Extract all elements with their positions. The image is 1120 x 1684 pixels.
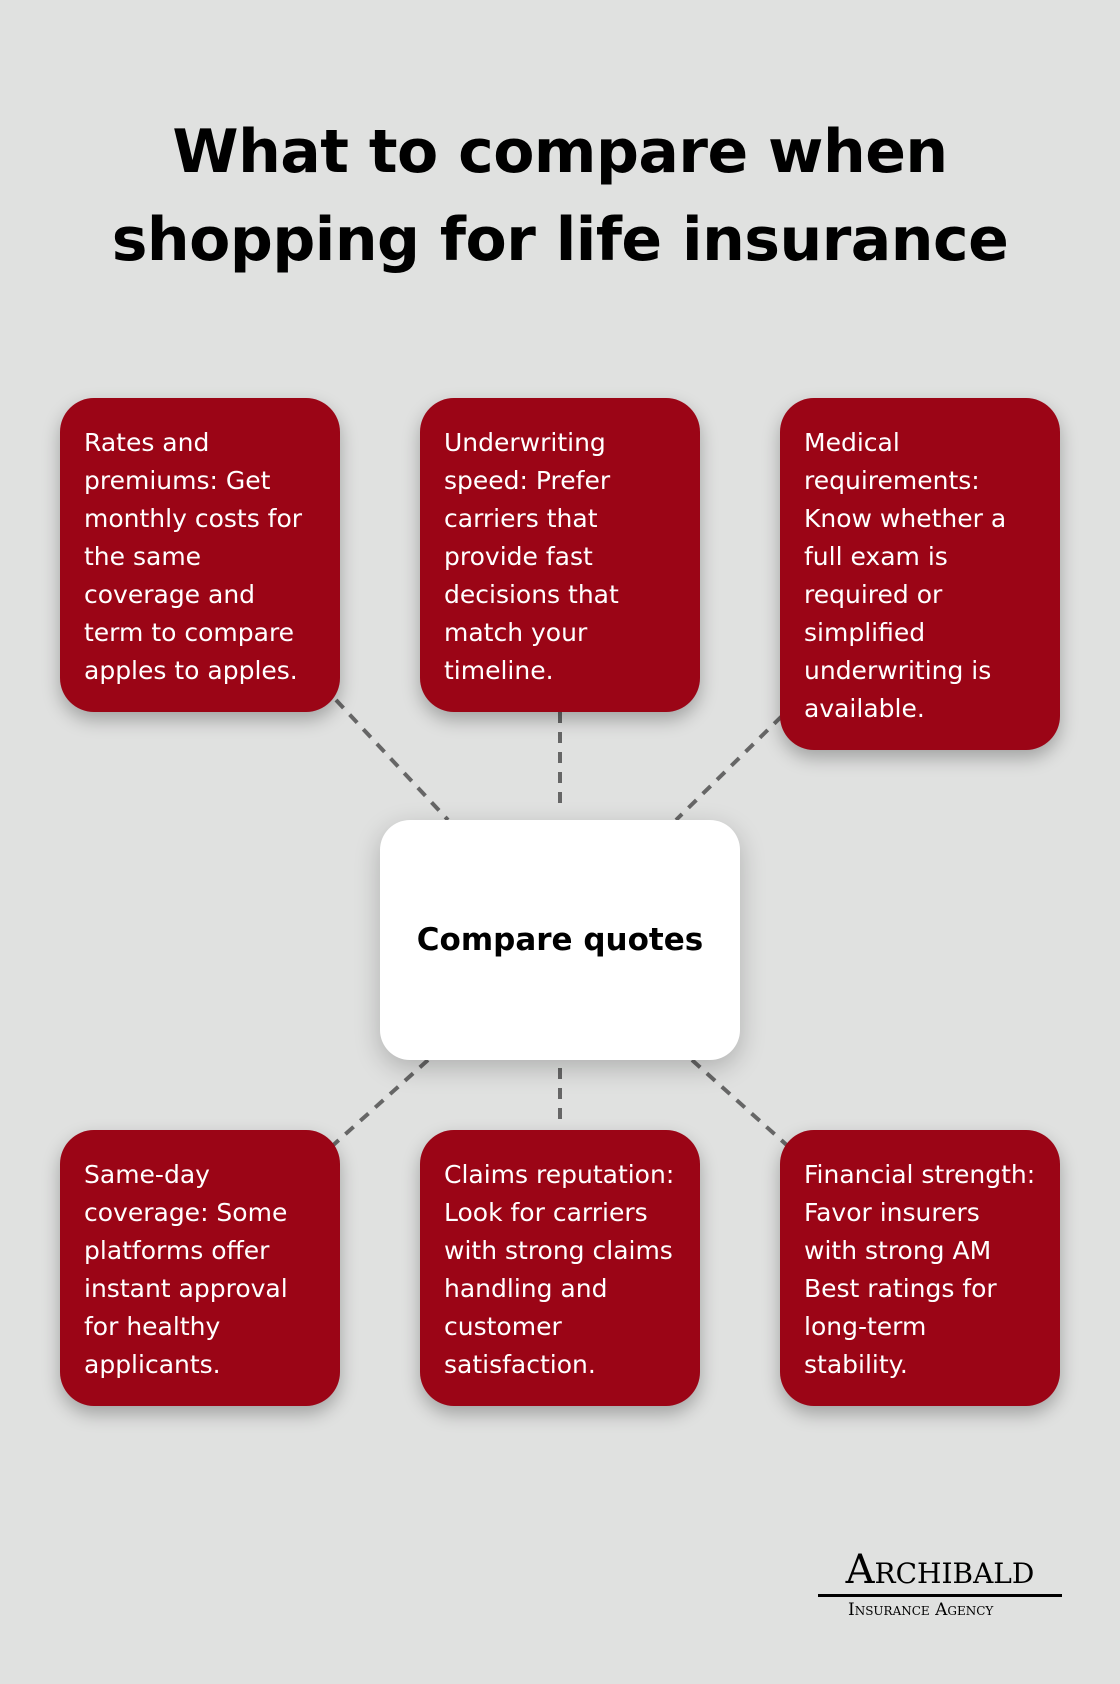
connector-bottom-left [328, 1058, 430, 1150]
card-claims-reputation: Claims reputation: Look for carriers wit… [420, 1130, 700, 1406]
connector-bottom-right [690, 1058, 792, 1150]
card-text: Same-day coverage: Some platforms offer … [84, 1160, 288, 1379]
card-text: Rates and premiums: Get monthly costs fo… [84, 428, 303, 685]
card-underwriting-speed: Underwriting speed: Prefer carriers that… [420, 398, 700, 712]
card-rates-premiums: Rates and premiums: Get monthly costs fo… [60, 398, 340, 712]
card-same-day-coverage: Same-day coverage: Some platforms offer … [60, 1130, 340, 1406]
center-node-label: Compare quotes [416, 922, 704, 958]
title-line-1: What to compare when [172, 117, 948, 187]
logo-rule [818, 1594, 1062, 1597]
connector-top-right [674, 714, 784, 822]
logo-subtitle: Insurance Agency [848, 1600, 994, 1620]
center-node-compare-quotes: Compare quotes [380, 820, 740, 1060]
card-text: Medical requirements: Know whether a ful… [804, 428, 1007, 723]
title-line-2: shopping for life insurance [111, 205, 1009, 275]
card-financial-strength: Financial strength: Favor insurers with … [780, 1130, 1060, 1406]
card-text: Underwriting speed: Prefer carriers that… [444, 428, 619, 685]
card-text: Financial strength: Favor insurers with … [804, 1160, 1036, 1379]
card-medical-requirements: Medical requirements: Know whether a ful… [780, 398, 1060, 750]
card-text: Claims reputation: Look for carriers wit… [444, 1160, 675, 1379]
logo-name: Archibald [845, 1547, 1035, 1593]
page-title: What to compare when shopping for life i… [0, 108, 1120, 284]
connector-top-left [334, 698, 450, 822]
archibald-logo: Archibald Insurance Agency [818, 1548, 1062, 1620]
